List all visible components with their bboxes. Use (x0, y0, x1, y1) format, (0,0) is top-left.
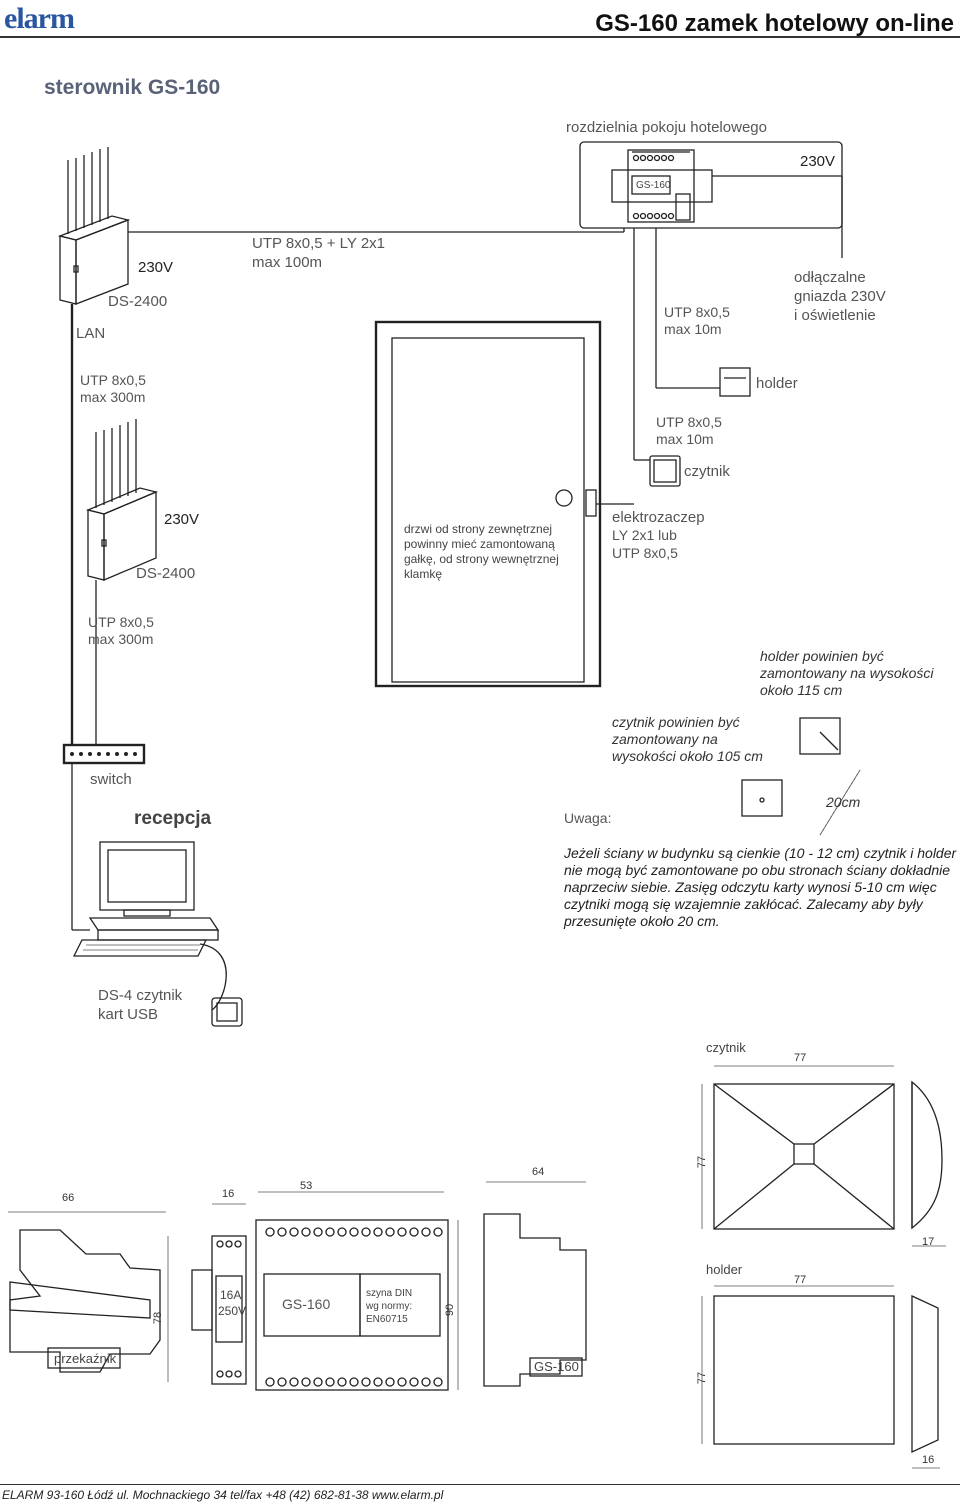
label-utp-300-b: UTP 8x0,5 (88, 614, 154, 630)
warning-note: Jeżeli ściany w budynku są cienkie (10 -… (564, 845, 957, 929)
reception-computer (72, 841, 227, 1011)
dim-64: 64 (532, 1166, 545, 1178)
label-czytnik: czytnik (684, 463, 730, 480)
holder-icon (719, 367, 751, 397)
din-rail (611, 169, 713, 203)
label-reader-height-2: zamontowany na (612, 731, 718, 747)
label-230v-top: 230V (800, 153, 836, 170)
wall-placement-diagram (741, 717, 861, 836)
label-uwaga: Uwaga: (564, 810, 612, 826)
reader-icon (649, 455, 681, 487)
label-20cm: 20cm (826, 794, 861, 810)
label-reader-height-3: wysokości około 105 cm (612, 748, 763, 764)
brand-logo: elarm (4, 2, 75, 35)
label-elektro-1: elektrozaczep (612, 509, 705, 526)
din-label-2: wg normy: (366, 1301, 413, 1312)
label-odl-2: gniazda 230V (794, 288, 886, 305)
label-holder-height-3: około 115 cm (760, 682, 843, 698)
din-label-1: szyna DIN (366, 1288, 413, 1299)
dim-reader-height: 77 (696, 1155, 709, 1169)
footer-contact: ELARM 93-160 Łódź ul. Mochnackiego 34 te… (2, 1488, 444, 1502)
dim-16: 16 (222, 1188, 235, 1200)
dim-53: 53 (300, 1180, 313, 1192)
label-elektro-3: UTP 8x0,5 (612, 545, 678, 561)
label-utp-ly: UTP 8x0,5 + LY 2x1 (252, 235, 386, 252)
label-ds2400-1: DS-2400 (108, 293, 168, 310)
dim-78: 78 (152, 1311, 165, 1325)
ds2400-box-2 (85, 419, 159, 581)
door-knob-icon (555, 489, 573, 507)
dim-reader-width: 77 (794, 1052, 807, 1064)
label-reader-height-1: czytnik powinien być (612, 714, 740, 730)
label-max300-b: max 300m (88, 631, 154, 647)
dim-reader-depth: 17 (922, 1236, 935, 1248)
footer-rule (0, 1484, 960, 1485)
din-dimension-drawing (8, 1181, 587, 1391)
ds2400-box-1 (57, 147, 131, 305)
din-terminals-top (632, 154, 675, 220)
gs160-side-label: GS-160 (534, 1359, 579, 1374)
label-utp-300-a: UTP 8x0,5 (80, 372, 146, 388)
label-holder: holder (756, 375, 798, 392)
label-utp-10-a: UTP 8x0,5 (664, 304, 730, 320)
door (374, 320, 602, 688)
relay-label: przekaźnik (54, 1351, 117, 1366)
dim-reader-title: czytnik (706, 1040, 746, 1055)
label-lan: LAN (76, 325, 106, 342)
header-rule (0, 36, 960, 38)
label-drzwi-4: klamkę (404, 567, 443, 581)
label-recepcja: recepcja (134, 808, 212, 829)
label-drzwi-2: powinny mieć zamontowaną (404, 537, 555, 551)
fuse-label-1: 16A (220, 1288, 242, 1302)
switch-device (62, 743, 146, 765)
label-drzwi-3: gałkę, od strony wewnętrznej (404, 552, 559, 566)
dim-holder-title: holder (706, 1262, 743, 1277)
label-max300-a: max 300m (80, 389, 146, 405)
dim-holder-depth: 16 (922, 1454, 935, 1466)
label-ds2400-2: DS-2400 (136, 565, 196, 582)
label-switch: switch (90, 771, 132, 788)
dim-holder-width: 77 (794, 1274, 807, 1286)
label-max100: max 100m (252, 254, 323, 271)
label-drzwi-1: drzwi od strony zewnętrznej (404, 522, 553, 536)
dim-90: 90 (444, 1303, 457, 1317)
strike-icon (585, 489, 597, 517)
label-ds4-2: kart USB (98, 1006, 159, 1023)
dim-holder-height: 77 (696, 1371, 709, 1385)
label-odl-1: odłączalne (794, 269, 866, 286)
label-230v-ds2: 230V (164, 511, 200, 528)
dim-66: 66 (62, 1192, 75, 1204)
label-230v-ds1: 230V (138, 259, 174, 276)
label-holder-height-2: zamontowany na wysokości (760, 665, 934, 681)
header-title: GS-160 zamek hotelowy on-line (595, 10, 954, 37)
reader-dimension-drawing (701, 1065, 946, 1469)
page-title: sterownik GS-160 (44, 76, 221, 99)
label-odl-3: i oświetlenie (794, 307, 876, 324)
label-rozdzielnia: rozdzielnia pokoju hotelowego (566, 119, 767, 136)
label-max10-a: max 10m (664, 321, 722, 337)
label-utp-10-b: UTP 8x0,5 (656, 414, 722, 430)
label-max10-b: max 10m (656, 431, 714, 447)
label-holder-height-1: holder powinien być (760, 648, 884, 664)
label-gs160-din: GS-160 (636, 180, 671, 191)
ds4-usb-reader-icon (211, 997, 243, 1027)
gs160-din-module (627, 149, 695, 223)
label-elektro-2: LY 2x1 lub (612, 527, 677, 543)
fuse-label-2: 250V (218, 1304, 247, 1318)
din-label-3: EN60715 (366, 1314, 408, 1325)
label-ds4-1: DS-4 czytnik (98, 987, 183, 1004)
gs160-module-label: GS-160 (282, 1296, 331, 1312)
